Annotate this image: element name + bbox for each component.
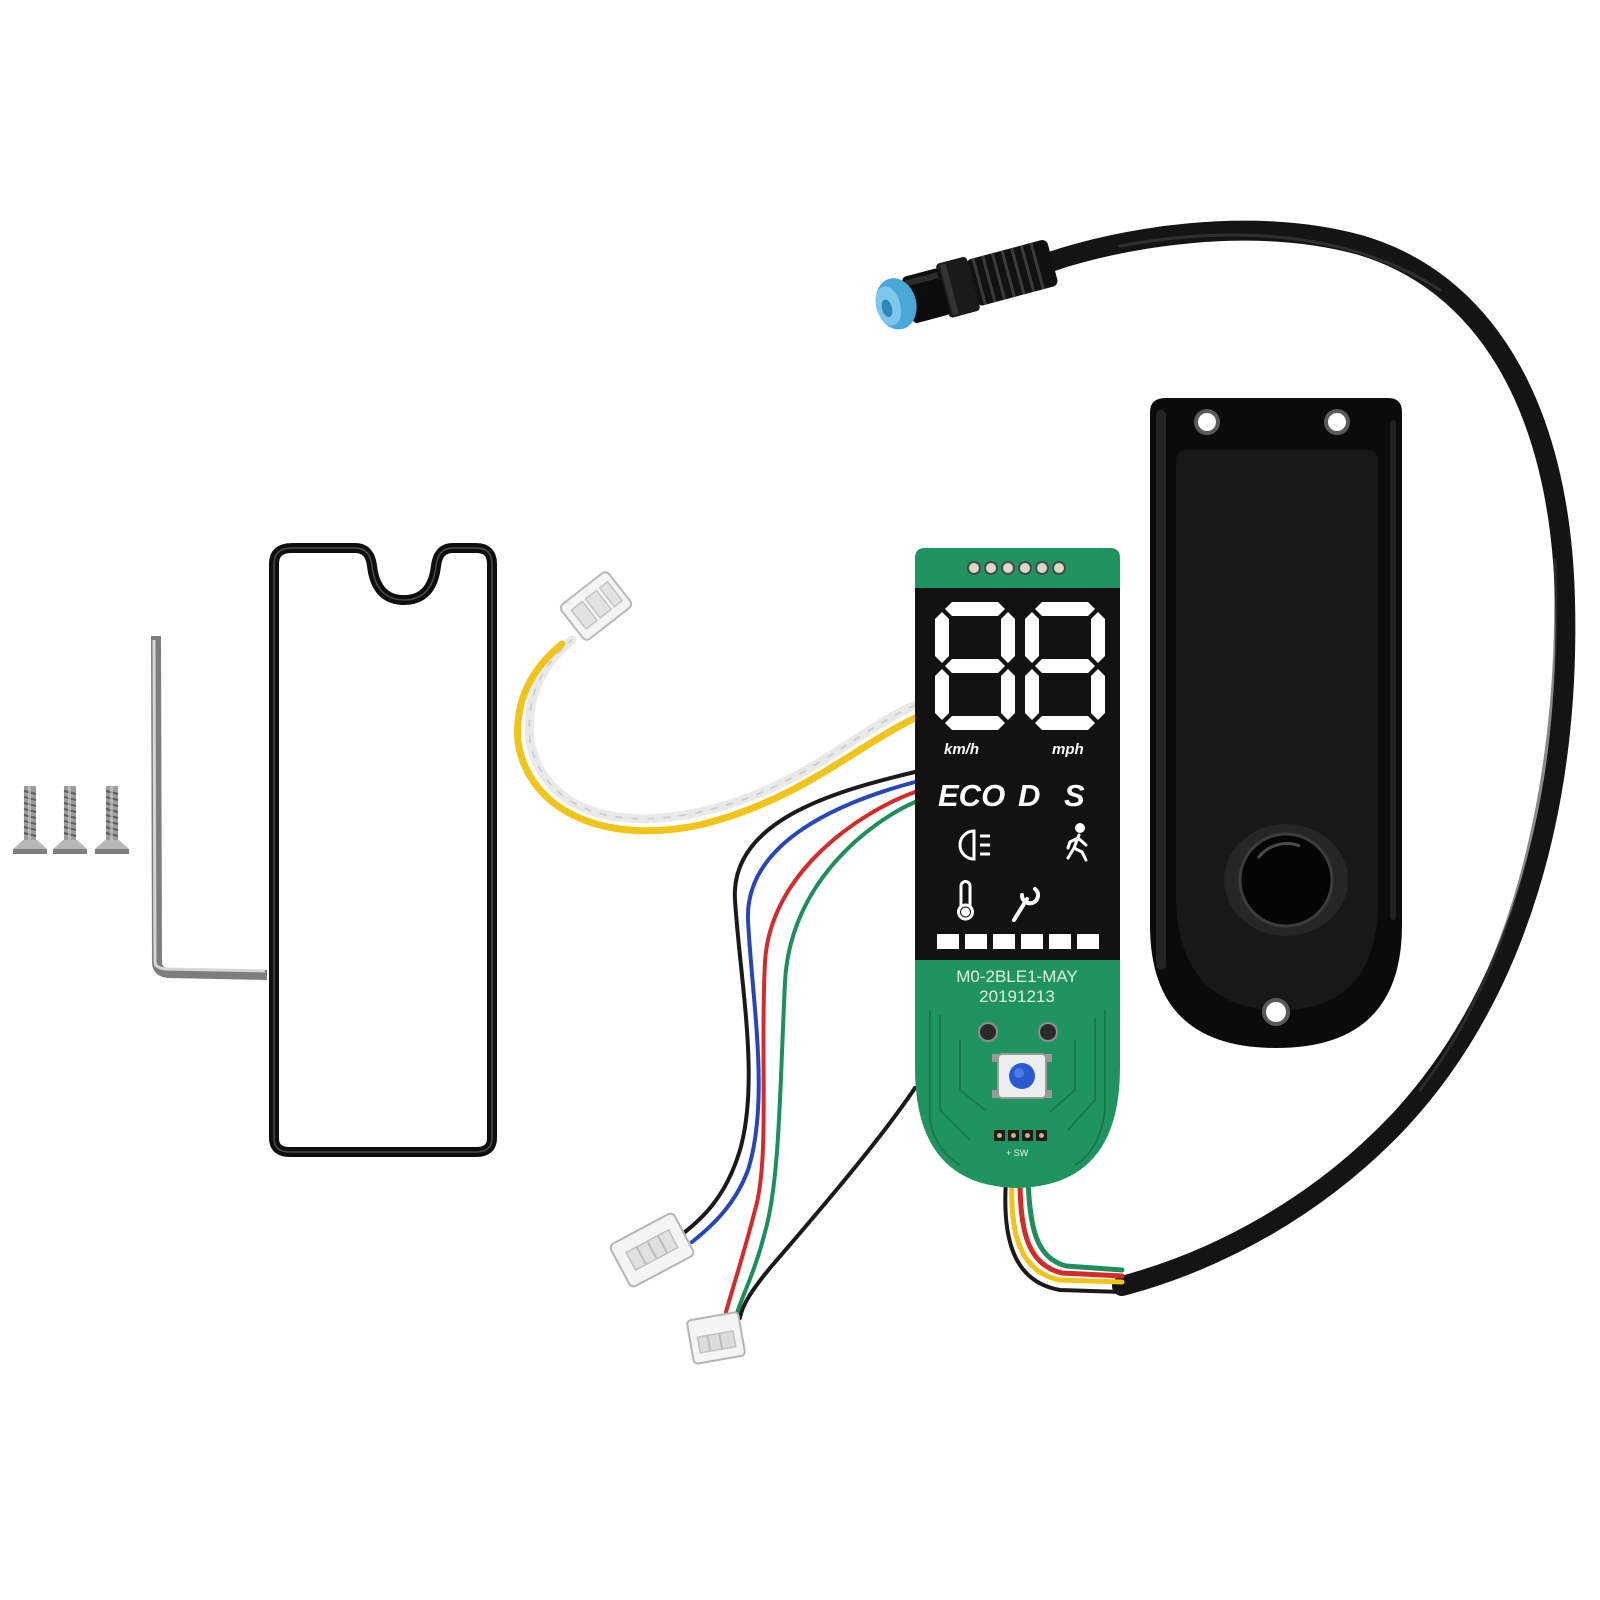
screw [12,785,48,855]
screw [52,785,88,855]
allen-key [151,635,268,980]
digit-2-segment-d [1035,716,1095,730]
pcb-top-pads [967,561,1066,575]
dashboard-pcb: km/h mph ECO D S M0-2BLE1-MAY 20191213 [915,548,1120,1188]
walking-icon [1066,823,1088,862]
digit-1-segment-g [945,659,1005,673]
mounting-hole [1262,998,1290,1026]
digit-1-segment-f [935,612,949,663]
signal-connector-small [686,1311,746,1365]
cable-connector [875,240,1058,330]
digit-1-segment-d [945,716,1005,730]
digit-1-segment-b [1001,612,1015,663]
lcd-display [915,588,1120,960]
signal-wires [609,770,917,1365]
board-model: M0-2BLE1-MAY [956,967,1078,986]
light-cable [514,571,920,835]
digit-2-segment-f [1025,612,1039,663]
screws [12,785,130,855]
screw [94,785,130,855]
battery-bar [1049,934,1071,949]
mode-d: D [1018,778,1040,813]
digit-1-segment-e [935,669,949,720]
rubber-gasket [269,543,497,1157]
battery-bar [993,934,1015,949]
main-cable [1040,220,1576,1296]
digit-2-segment-e [1025,669,1039,720]
board-stud [978,1022,998,1042]
board-to-cable-wires [1003,1177,1125,1294]
mounting-hole [1194,409,1220,435]
battery-bar [1021,934,1043,949]
mode-eco: ECO [938,778,1005,813]
digit-2-segment-g [1035,659,1095,673]
thermometer-icon [957,880,974,921]
light-connector [559,571,633,641]
digit-2-segment-a [1035,602,1095,616]
mode-s: S [1064,778,1085,813]
battery-bar [937,934,959,949]
dashboard-cover [1150,398,1402,1048]
digit-1-segment-c [1001,669,1015,720]
mounting-hole [1324,409,1350,435]
digit-1-segment-a [945,602,1005,616]
tact-switch [992,1053,1052,1099]
speed-digits [935,602,1105,730]
pin-label: + SW [1006,1148,1029,1158]
unit-kmh: km/h [944,741,979,758]
board-date: 20191213 [979,987,1055,1006]
battery-bars [937,934,1099,949]
unit-mph: mph [1052,741,1084,758]
digit-2-segment-b [1091,612,1105,663]
board-stud [1038,1022,1058,1042]
power-button [1238,832,1334,928]
battery-bar [1077,934,1099,949]
battery-bar [965,934,987,949]
wrench-icon [1012,887,1040,922]
pcb-traces [929,1010,1106,1166]
headlight-icon [958,829,990,861]
pin-header [994,1130,1047,1141]
signal-connector-large [609,1212,695,1288]
digit-2-segment-c [1091,669,1105,720]
